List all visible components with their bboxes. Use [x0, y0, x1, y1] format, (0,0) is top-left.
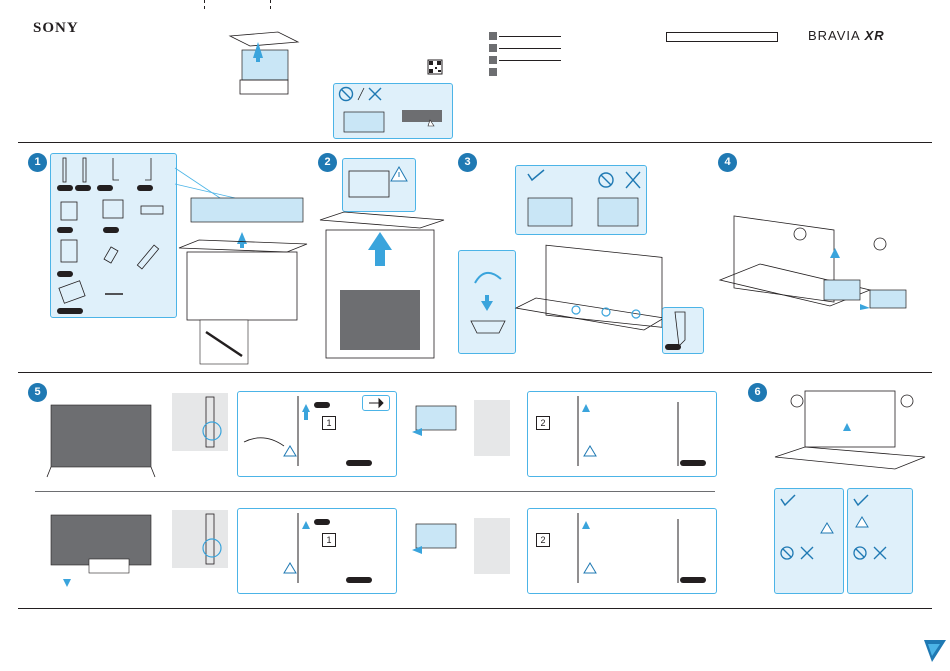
- screwdriver-illustration: [200, 320, 250, 366]
- step-number: 1: [28, 153, 47, 172]
- divider: [35, 491, 715, 492]
- screen-pressure-illustration: [344, 106, 444, 134]
- legend-marker: [489, 68, 497, 76]
- prohibit-icon: [338, 86, 388, 102]
- stand-leg-illustration: [673, 312, 693, 348]
- unbox-illustration: [228, 28, 300, 100]
- step-number: 4: [718, 153, 737, 172]
- grip-illustration: [779, 493, 839, 589]
- cut-mark: [270, 0, 272, 9]
- legend-line: [499, 36, 561, 37]
- screws-illustration: [57, 282, 169, 304]
- step-number: 5: [28, 383, 47, 402]
- model-number-box: [666, 32, 778, 42]
- step-marker: 1: [322, 533, 336, 547]
- grip-panel-left: [774, 488, 844, 594]
- sony-logo: SONY: [33, 20, 79, 37]
- tv-front-soundbar-illustration: [45, 515, 157, 587]
- stand-remove-illustration: [412, 518, 512, 578]
- accessories-panel: [50, 153, 177, 318]
- divider: [18, 608, 932, 609]
- qr-code-icon: [428, 60, 442, 74]
- remove-stand-panel: 2: [527, 391, 717, 477]
- grip-illustration: [852, 493, 908, 589]
- step-number: 3: [458, 153, 477, 172]
- arrow-tag: [362, 395, 390, 411]
- cut-mark: [204, 0, 206, 9]
- legend-line: [499, 60, 561, 61]
- stand-detail-illustration: [172, 510, 232, 570]
- stand-leg-panel: [662, 307, 704, 354]
- legend-marker: [489, 32, 497, 40]
- step-number: 2: [318, 153, 337, 172]
- arrow-right-icon: [369, 398, 383, 408]
- tv-front-illustration: [45, 405, 157, 477]
- legend-marker: [489, 44, 497, 52]
- handling-panel: [515, 165, 647, 235]
- box-lift-illustration: [320, 210, 445, 360]
- two-person-lift-illustration: [775, 385, 925, 485]
- divider: [18, 372, 932, 373]
- handling-illustration: [522, 170, 642, 230]
- two-person-remove-illustration: [720, 210, 930, 320]
- tv-unbox-illustration: [175, 160, 310, 320]
- caution-panel: [342, 158, 416, 212]
- stand-rotate-panel: [458, 250, 516, 354]
- tv-corner-illustration: [349, 165, 411, 207]
- step-marker: 1: [322, 416, 336, 430]
- stand-detail-illustration: [172, 393, 232, 453]
- legend-line: [499, 48, 561, 49]
- remove-stand-panel: 2: [527, 508, 717, 594]
- stand-remove-illustration: [412, 400, 512, 460]
- step-number: 6: [748, 383, 767, 402]
- divider: [18, 142, 932, 143]
- grip-panel-right: [847, 488, 913, 594]
- bravia-xr-logo: BRAVIA XR: [808, 28, 885, 43]
- remove-stand-panel: 1: [237, 508, 397, 594]
- legend-marker: [489, 56, 497, 64]
- manuals-illustration: [57, 198, 169, 224]
- corner-triangle-icon: [924, 640, 946, 662]
- rotate-illustration: [465, 259, 509, 345]
- tv-back-illustration: [516, 238, 664, 338]
- stand-parts-illustration: [57, 158, 169, 188]
- caution-panel: [333, 83, 453, 139]
- remote-illustration: [57, 240, 169, 270]
